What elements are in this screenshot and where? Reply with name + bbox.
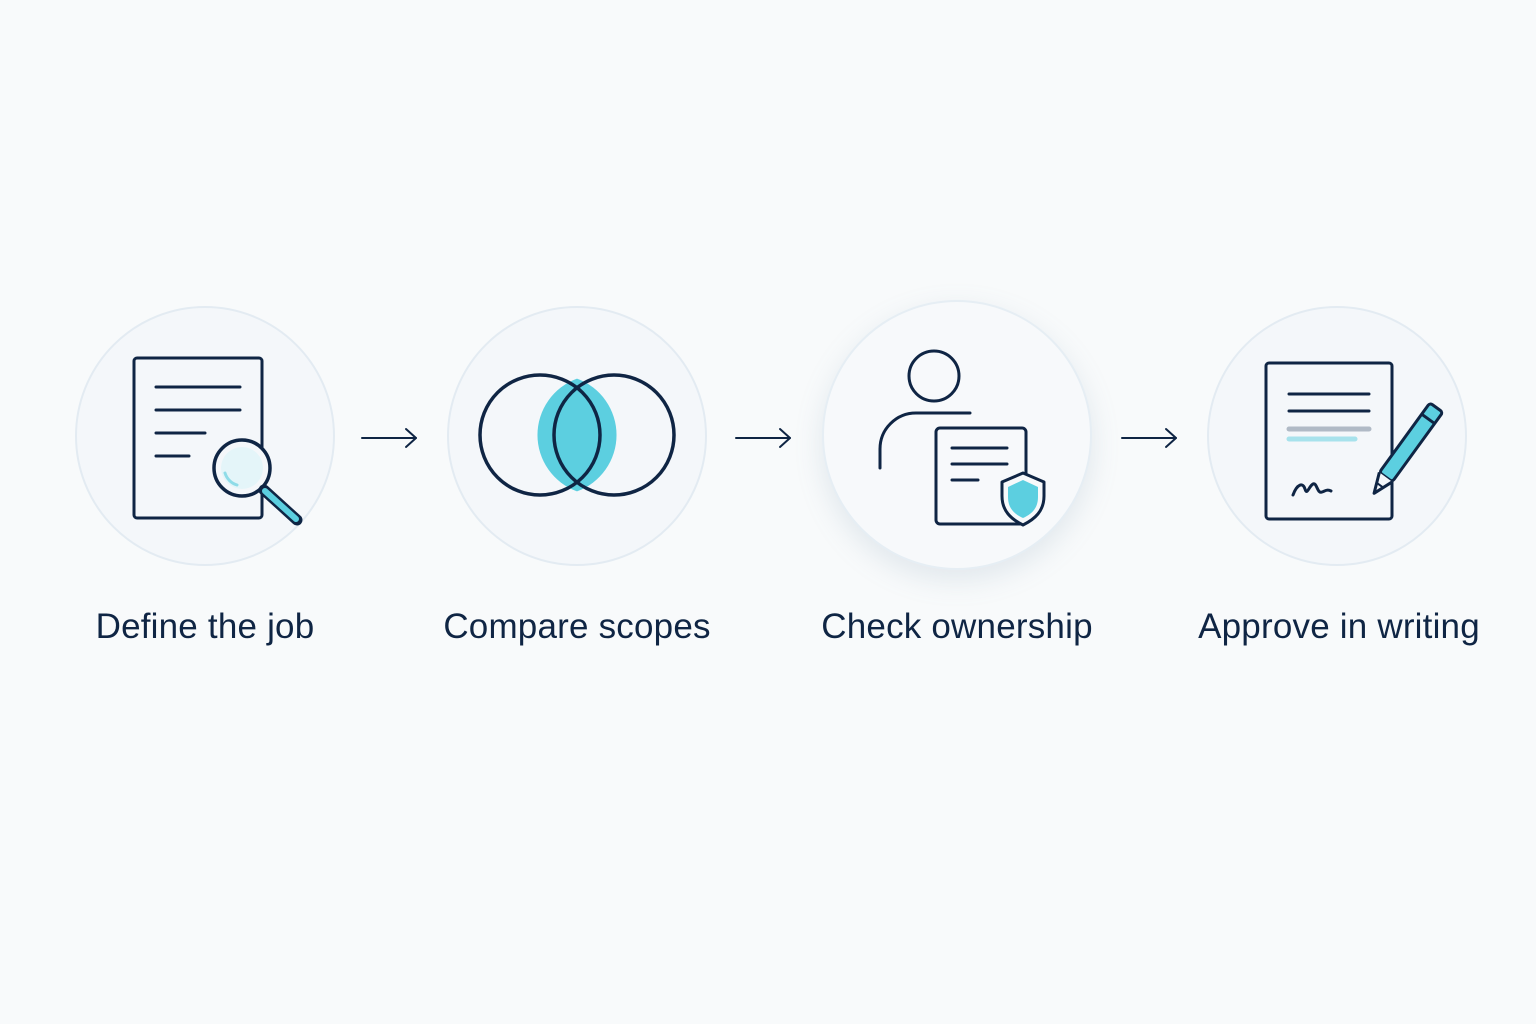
step-4-label: Approve in writing: [1198, 607, 1480, 646]
right-arrow-icon: [361, 428, 417, 448]
venn-overlap-icon: [478, 373, 676, 497]
signed-document-pen-icon: [1264, 361, 1444, 521]
document-magnifier-icon: [132, 356, 303, 526]
step-4-circle: [1207, 306, 1467, 566]
right-arrow-icon: [1121, 428, 1177, 448]
step-3-label: Check ownership: [821, 607, 1093, 646]
right-arrow-icon: [735, 428, 791, 448]
person-document-shield-icon: [878, 349, 1046, 527]
step-2-circle: [447, 306, 707, 566]
step-3-circle: [822, 300, 1092, 570]
step-1-label: Define the job: [95, 607, 315, 646]
step-1-circle: [75, 306, 335, 566]
step-2-label: Compare scopes: [443, 607, 711, 646]
